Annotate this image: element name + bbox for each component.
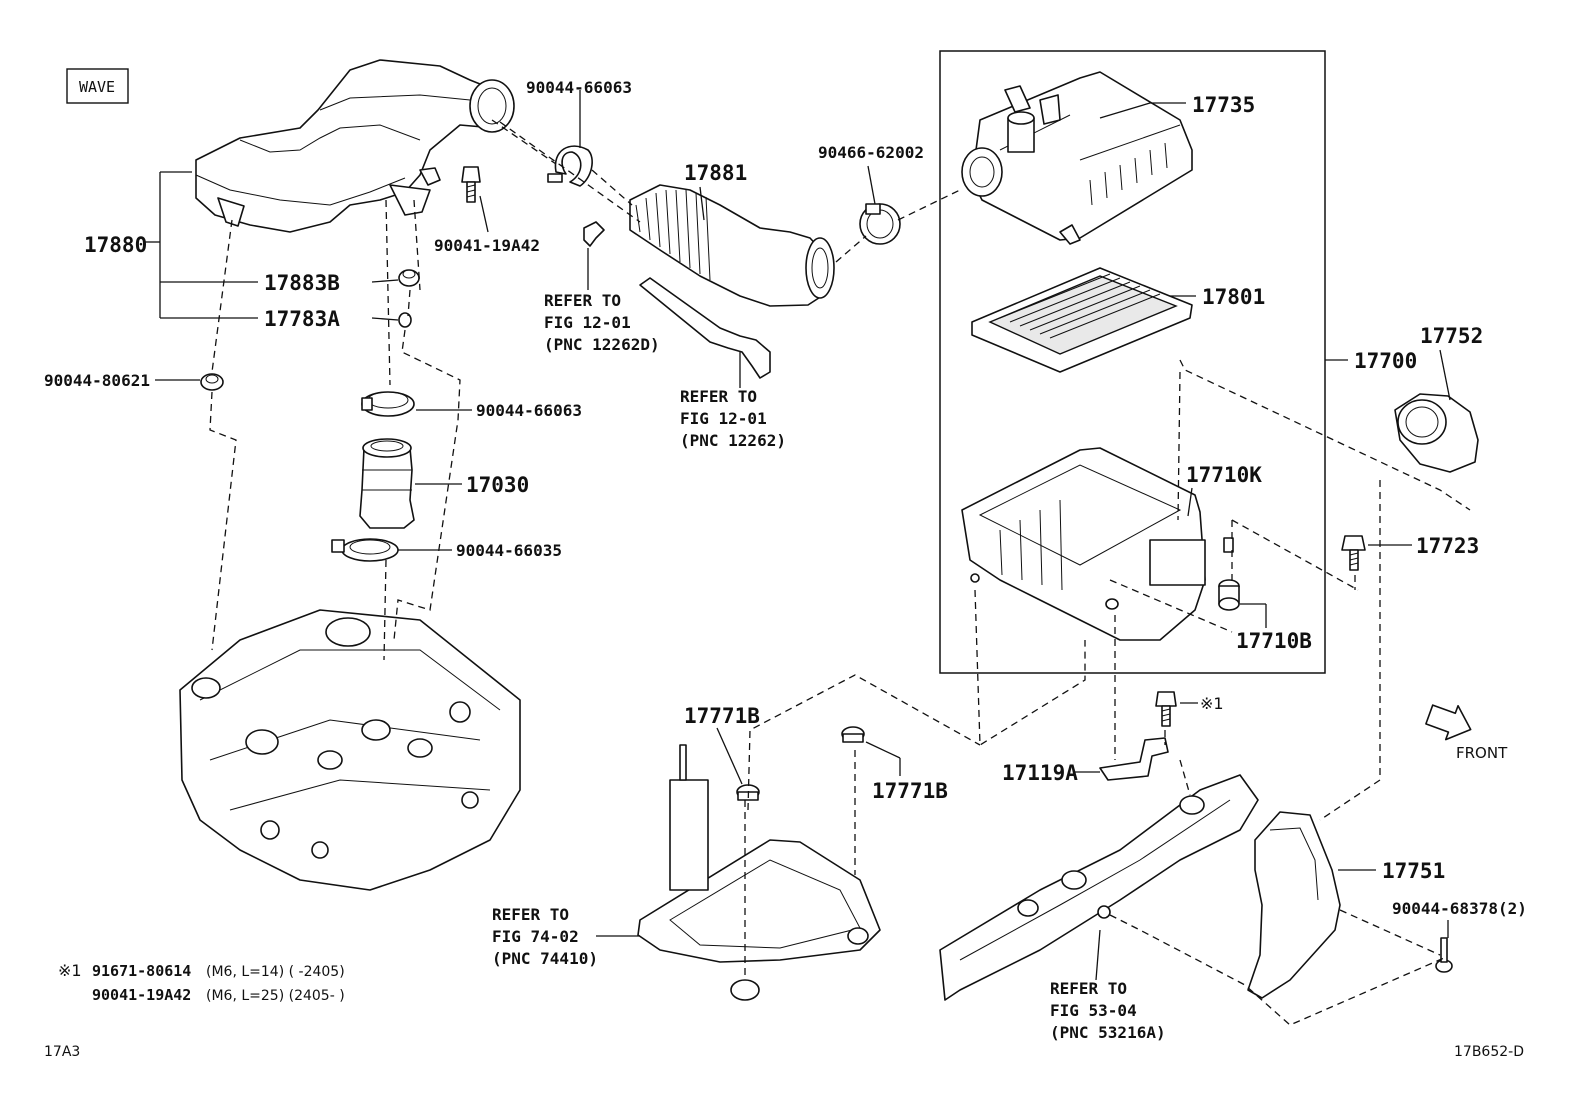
breather-tube (639, 277, 771, 379)
hose-clamp-90044-66063-top (547, 145, 593, 187)
label-90041-19A42: 90041-19A42 (434, 236, 540, 255)
air-cleaner-case-lower (961, 447, 1206, 641)
cushion-17710B (1218, 579, 1240, 611)
label-17783A: 17783A (264, 307, 340, 331)
label-17735: 17735 (1192, 93, 1255, 117)
refer-4-line-2: FIG 53-04 (1050, 1001, 1137, 1020)
refer-block-74410: REFER TO FIG 74-02 (PNC 74410) (492, 905, 598, 968)
label-90044-68378: 90044-68378(2) (1392, 899, 1527, 918)
footnotes: ※1 91671-80614 (M6, L=14) ( -2405) 90041… (58, 961, 345, 1004)
label-17771B-right: 17771B (872, 779, 948, 803)
label-17801: 17801 (1202, 285, 1265, 309)
air-cleaner-cap-17735 (961, 71, 1193, 245)
bracket-17119A (1099, 737, 1169, 781)
leader-lines (145, 90, 1451, 981)
hose-clamp-90044-66063-mid (361, 391, 415, 417)
grommet-90044-80621 (200, 373, 224, 391)
label-17752: 17752 (1420, 324, 1483, 348)
refer-4-line-1: REFER TO (1050, 979, 1127, 998)
refer-3-line-2: FIG 74-02 (492, 927, 579, 946)
note-2-spec: (M6, L=25) (2405- ) (206, 988, 345, 1004)
label-17883B: 17883B (264, 271, 340, 295)
bolt-17723 (1341, 535, 1366, 571)
refer-block-12262: REFER TO FIG 12-01 (PNC 12262) (680, 387, 786, 450)
refer-2-line-3: (PNC 12262) (680, 431, 786, 450)
note-1-spec: (M6, L=14) ( -2405) (206, 964, 345, 980)
label-17710K: 17710K (1186, 463, 1262, 487)
label-90044-66035: 90044-66035 (456, 541, 562, 560)
radiator-support-member (939, 774, 1259, 1001)
label-17751: 17751 (1382, 859, 1445, 883)
label-17700: 17700 (1354, 349, 1417, 373)
wave-badge: WAVE (66, 68, 129, 104)
grommet-17771B-right (841, 726, 865, 743)
label-star1: ※1 (1200, 694, 1224, 713)
footer-left-code: 17A3 (44, 1044, 80, 1060)
air-hose-17881 (629, 184, 835, 307)
footer-right-code: 17B652-D (1454, 1044, 1524, 1060)
grommet-17783A (398, 312, 412, 328)
grommet-17710K (1223, 537, 1234, 553)
hose-clamp-90044-66035 (331, 538, 399, 562)
label-17880: 17880 (84, 233, 147, 257)
note-1-part: 91671-80614 (92, 962, 191, 980)
refer-3-line-3: (PNC 74410) (492, 949, 598, 968)
assembly-dashed-lines (209, 119, 1471, 1026)
part-labels: 17880 17883B 17783A 90044-80621 90044-66… (44, 78, 1527, 918)
label-17771B-left: 17771B (684, 704, 760, 728)
label-90044-66063-mid: 90044-66063 (476, 401, 582, 420)
label-90044-66063-top: 90044-66063 (526, 78, 632, 97)
label-17710B: 17710B (1236, 629, 1312, 653)
refer-block-12262D: REFER TO FIG 12-01 (PNC 12262D) (544, 291, 660, 354)
refer-3-line-1: REFER TO (492, 905, 569, 924)
label-17881: 17881 (684, 161, 747, 185)
air-filter-element-17801 (971, 267, 1193, 373)
inlet-17752 (1394, 393, 1479, 473)
front-arrow-icon (1425, 704, 1472, 741)
label-17030: 17030 (466, 473, 529, 497)
battery-tray-bracket (637, 744, 881, 1001)
bolt-90041-19A42 (461, 166, 481, 203)
refer-1-line-2: FIG 12-01 (544, 313, 631, 332)
label-17119A: 17119A (1002, 761, 1078, 785)
note-2-part: 90041-19A42 (92, 986, 191, 1004)
label-17723: 17723 (1416, 534, 1479, 558)
air-duct-17751 (1247, 811, 1341, 999)
wave-badge-text: WAVE (79, 78, 115, 96)
refer-2-line-1: REFER TO (680, 387, 757, 406)
refer-1-line-3: (PNC 12262D) (544, 335, 660, 354)
label-front: FRONT (1456, 744, 1508, 762)
hose-clamp-90466-62002 (859, 203, 901, 245)
refer-1-line-1: REFER TO (544, 291, 621, 310)
clip-part (583, 221, 605, 247)
hose-17030 (359, 438, 415, 529)
bolt-90044-68378 (1435, 937, 1453, 973)
label-90044-80621: 90044-80621 (44, 371, 150, 390)
engine-cylinder-head (179, 609, 521, 891)
refer-block-53216A: REFER TO FIG 53-04 (PNC 53216A) (1050, 979, 1166, 1042)
label-90466-62002: 90466-62002 (818, 143, 924, 162)
air-cleaner-assembly-frame (939, 50, 1326, 674)
grommet-17883B (398, 269, 420, 287)
bolt-star1 (1155, 691, 1177, 727)
refer-4-line-3: (PNC 53216A) (1050, 1023, 1166, 1042)
intake-duct-17880 (195, 59, 515, 233)
note-mark: ※1 (58, 961, 82, 980)
refer-2-line-2: FIG 12-01 (680, 409, 767, 428)
